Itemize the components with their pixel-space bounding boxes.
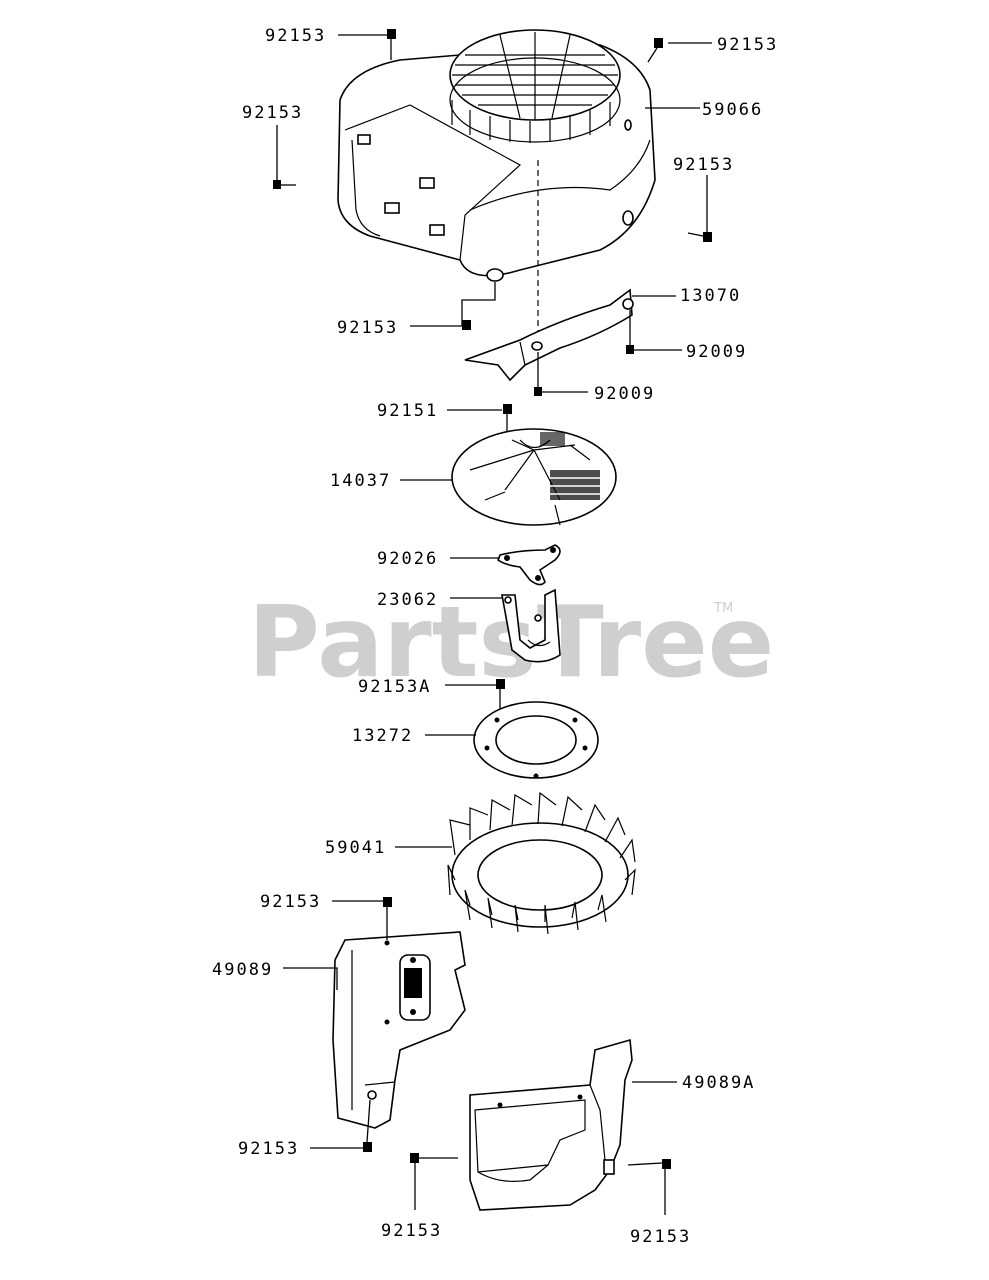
callout-23062[interactable]: 23062	[377, 590, 438, 610]
callout-92153-right-cover-right[interactable]: 92153	[630, 1227, 691, 1247]
cooling-fan-part[interactable]	[447, 791, 636, 935]
blower-housing-part[interactable]	[337, 29, 656, 282]
callout-92153-top-left[interactable]: 92153	[265, 26, 326, 46]
leader-lines	[276, 34, 712, 1215]
callout-92153-cover-bottom[interactable]: 92153	[238, 1139, 299, 1159]
callout-92153-left[interactable]: 92153	[242, 103, 303, 123]
cylinder-cover-left-part[interactable]	[332, 931, 466, 1129]
watermark-trademark: TM	[713, 601, 733, 616]
callout-92026[interactable]: 92026	[377, 549, 438, 569]
plate-92026-part[interactable]	[497, 544, 561, 586]
callout-92153A[interactable]: 92153A	[358, 677, 431, 697]
callout-92151[interactable]: 92151	[377, 401, 438, 421]
callout-14037[interactable]: 14037	[330, 471, 391, 491]
cylinder-cover-right-part[interactable]	[469, 1038, 633, 1211]
callout-92153-right-cover-left[interactable]: 92153	[381, 1221, 442, 1241]
callout-13070[interactable]: 13070	[680, 286, 741, 306]
bolt-92153-right[interactable]	[687, 232, 712, 242]
callout-92153-right[interactable]: 92153	[673, 155, 734, 175]
callout-13272[interactable]: 13272	[352, 726, 413, 746]
bolt-92153-cover-left-top[interactable]	[383, 897, 392, 940]
bolt-92153-cover-left-bottom[interactable]	[363, 1099, 372, 1152]
callout-59066[interactable]: 59066	[702, 100, 763, 120]
bolt-92153-top-left[interactable]	[387, 29, 396, 60]
bolt-92153-cover-right-right[interactable]	[627, 1159, 671, 1169]
screw-92009-lower[interactable]	[534, 352, 542, 396]
bolt-92153-top-right[interactable]	[647, 38, 663, 63]
ring-plate-part[interactable]	[473, 701, 599, 779]
screen-plate-part[interactable]	[451, 428, 617, 526]
callout-92009-lower[interactable]: 92009	[594, 384, 655, 404]
screw-92009-right[interactable]	[626, 310, 634, 354]
callout-59041[interactable]: 59041	[325, 838, 386, 858]
callout-92153-bottom[interactable]: 92153	[337, 318, 398, 338]
callout-92009-right[interactable]: 92009	[686, 342, 747, 362]
callout-92153-top-right[interactable]: 92153	[717, 35, 778, 55]
bolt-92153-bottom[interactable]	[462, 320, 471, 330]
callout-49089[interactable]: 49089	[212, 960, 273, 980]
callout-49089A[interactable]: 49089A	[682, 1073, 755, 1093]
guide-plate-part[interactable]	[464, 288, 634, 382]
callout-92153-cover-top[interactable]: 92153	[260, 892, 321, 912]
bolt-92153-left[interactable]	[273, 180, 296, 189]
bracket-23062-part[interactable]	[501, 588, 561, 663]
bolt-92153-cover-right-left[interactable]	[410, 1153, 458, 1163]
